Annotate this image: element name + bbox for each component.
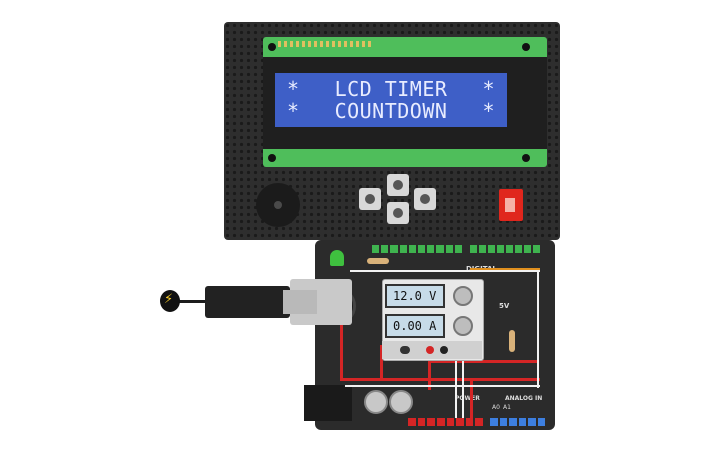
wire [428,350,431,390]
wire [340,325,343,380]
buzzer-center [274,201,282,209]
wire [455,355,457,418]
analog-header[interactable] [490,418,545,426]
button-up[interactable] [387,174,409,196]
wire [350,270,540,272]
capacitor [364,390,388,414]
current-display: 0.00 A [385,314,445,338]
lcd-line-1-text: LCD TIMER [334,77,448,101]
wire [537,270,539,388]
mounting-hole [522,43,530,51]
mounting-hole [268,43,276,51]
asterisk-icon: * [482,77,495,101]
lcd-screen: * LCD TIMER * * COUNTDOWN * [275,73,507,127]
resistor[interactable] [367,258,389,264]
lcd-header-pins [278,41,371,47]
voltage-display: 12.0 V [385,284,445,308]
button-left[interactable] [359,188,381,210]
resistor[interactable] [509,330,515,352]
lcd-line-2-text: COUNTDOWN [334,99,448,123]
analog-in-label: ANALOG IN [505,395,543,402]
a0-label: A0 [492,404,500,411]
usb-connector [283,290,317,314]
power-switch[interactable] [400,346,410,354]
lightning-icon: ⚡ [164,292,174,307]
five-v-label: 5V [499,302,510,310]
power-header[interactable] [408,418,483,426]
lcd-line-1: * LCD TIMER * [275,78,507,100]
usb-cable-end[interactable] [160,290,180,312]
asterisk-icon: * [287,77,300,101]
red-terminal[interactable] [426,346,434,354]
wire [470,268,540,270]
current-knob[interactable] [453,316,473,336]
dc-power-jack[interactable] [304,385,352,421]
wire [380,345,383,380]
wire [428,360,538,363]
capacitor [389,390,413,414]
mounting-hole [522,154,530,162]
power-label: POWER [455,395,480,402]
mounting-hole [268,154,276,162]
voltage-knob[interactable] [453,286,473,306]
asterisk-icon: * [287,99,300,123]
wire [345,385,540,387]
wire [470,380,473,418]
a1-label: A1 [503,404,511,411]
dip-switch-knob[interactable] [505,198,515,212]
digital-header-right[interactable] [470,245,540,253]
asterisk-icon: * [482,99,495,123]
wire [340,378,540,381]
digital-header-left[interactable] [372,245,463,253]
green-led[interactable] [330,250,344,266]
lcd-line-2: * COUNTDOWN * [275,100,507,122]
black-terminal[interactable] [440,346,448,354]
button-down[interactable] [387,202,409,224]
button-right[interactable] [414,188,436,210]
usb-plug-icon[interactable] [205,286,290,318]
usb-cable [163,300,213,303]
wire [462,355,464,418]
